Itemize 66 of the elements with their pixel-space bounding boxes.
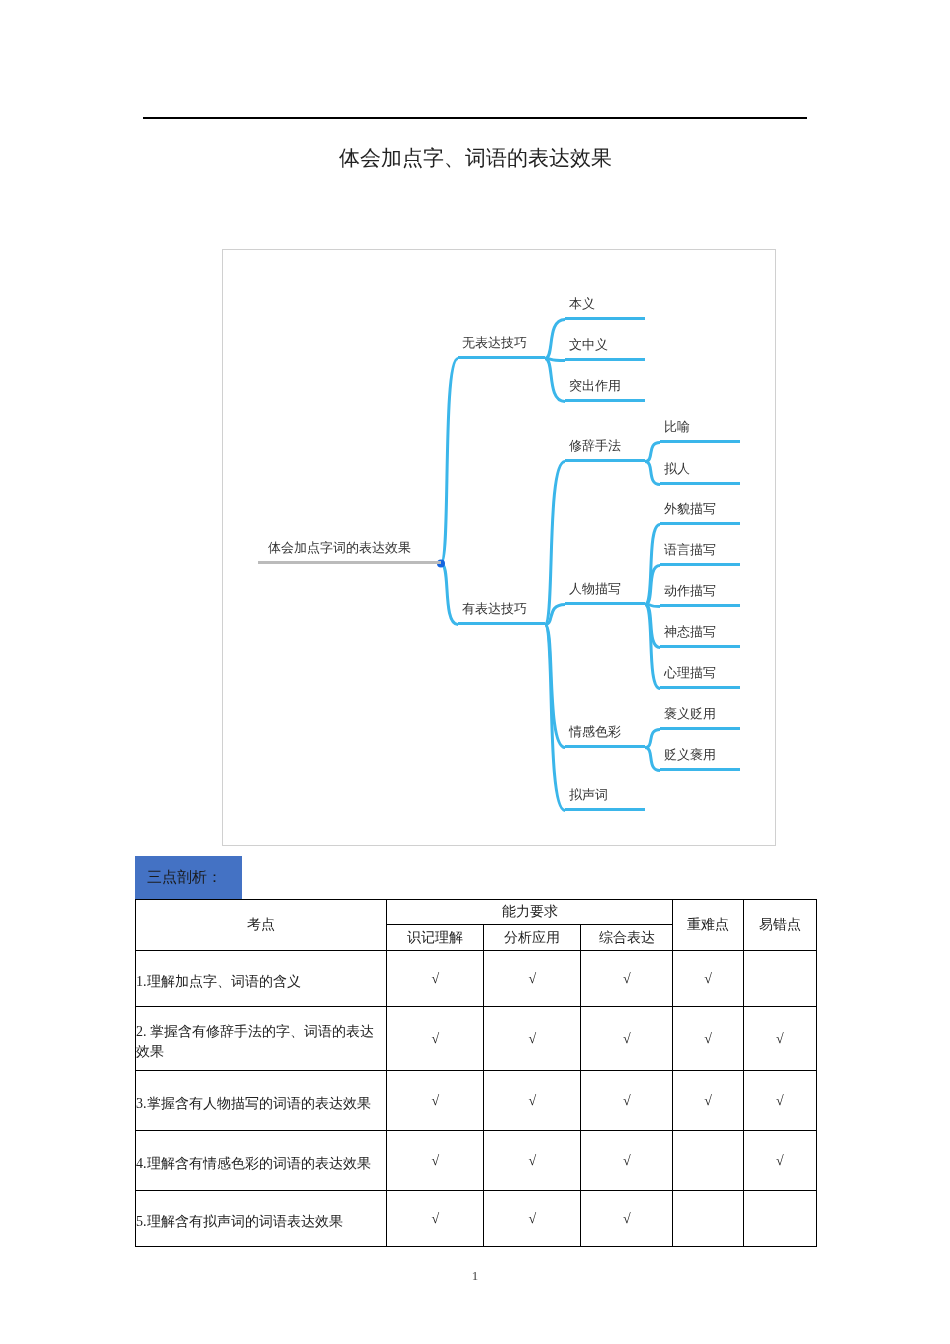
leaf-topic: 贬义褒用 (660, 746, 740, 771)
branch-line (644, 460, 661, 486)
check-mark: √ (528, 1030, 537, 1047)
leaf-topic: 拟人 (660, 460, 740, 485)
subtopic: 修辞手法 (565, 437, 645, 462)
leaf-topic: 褒义贬用 (660, 705, 740, 730)
leaf-topic: 文中义 (565, 336, 645, 361)
central-topic: 体会加点字词的表达效果 (258, 539, 441, 564)
subtopic: 拟声词 (565, 786, 645, 811)
check-mark: √ (776, 1152, 784, 1169)
row-label: 5.理解含有拟声词的词语表达效果 (136, 1213, 343, 1229)
row-label: 3.掌握含有人物描写的词语的表达效果 (136, 1095, 371, 1111)
branch-line (543, 460, 566, 626)
row-label: 2. 掌握含有修辞手法的字、词语的表达效果 (136, 1023, 374, 1059)
branch-topic: 无表达技巧 (458, 334, 545, 359)
check-mark: √ (528, 970, 537, 987)
page-number: 1 (471, 1268, 479, 1283)
branch-line (644, 603, 661, 649)
check-mark: √ (704, 1092, 712, 1109)
check-mark: √ (623, 970, 631, 987)
section-banner: 三点剖析： (135, 856, 242, 899)
check-mark: √ (776, 1030, 784, 1047)
check-mark: √ (431, 1210, 440, 1227)
branch-line (544, 357, 566, 403)
column-header: 考点 (247, 916, 276, 934)
column-header: 易错点 (758, 916, 801, 934)
leaf-topic: 动作描写 (660, 582, 740, 607)
leaf-topic: 本义 (565, 295, 645, 320)
check-mark: √ (431, 1152, 440, 1169)
leaf-topic: 语言描写 (660, 541, 740, 566)
column-header: 分析应用 (504, 928, 561, 947)
check-mark: √ (623, 1152, 631, 1169)
page-title: 体会加点字、词语的表达效果 (338, 146, 612, 170)
leaf-topic: 心理描写 (660, 664, 740, 689)
check-mark: √ (431, 1092, 440, 1109)
check-mark: √ (623, 1030, 631, 1047)
check-mark: √ (528, 1092, 537, 1109)
leaf-topic: 比喻 (660, 418, 740, 443)
check-mark: √ (623, 1210, 631, 1227)
branch-line (644, 603, 661, 690)
column-header: 综合表达 (598, 928, 655, 947)
row-label: 4.理解含有情感色彩的词语的表达效果 (136, 1155, 371, 1171)
check-mark: √ (776, 1092, 784, 1109)
check-mark: √ (704, 1030, 712, 1047)
branch-line (644, 728, 661, 749)
branch-line (543, 623, 566, 812)
check-mark: √ (623, 1092, 631, 1109)
column-header: 识记理解 (407, 928, 464, 947)
leaf-topic: 神态描写 (660, 623, 740, 648)
check-mark: √ (528, 1210, 537, 1227)
subtopic: 人物描写 (565, 580, 645, 605)
branch-line (544, 603, 566, 626)
check-mark: √ (431, 970, 440, 987)
leaf-topic: 外貌描写 (660, 500, 740, 525)
row-label: 1.理解加点字、词语的含义 (136, 973, 301, 989)
column-header: 能力要求 (501, 903, 558, 921)
branch-line (644, 441, 661, 463)
branch-line (644, 564, 661, 606)
check-mark: √ (704, 970, 712, 987)
column-header: 重难点 (687, 916, 729, 934)
leaf-topic: 突出作用 (565, 377, 645, 402)
branch-line (644, 746, 661, 772)
branch-topic: 有表达技巧 (458, 600, 545, 625)
check-mark: √ (528, 1152, 537, 1169)
subtopic: 情感色彩 (565, 723, 645, 748)
check-mark: √ (431, 1030, 440, 1047)
